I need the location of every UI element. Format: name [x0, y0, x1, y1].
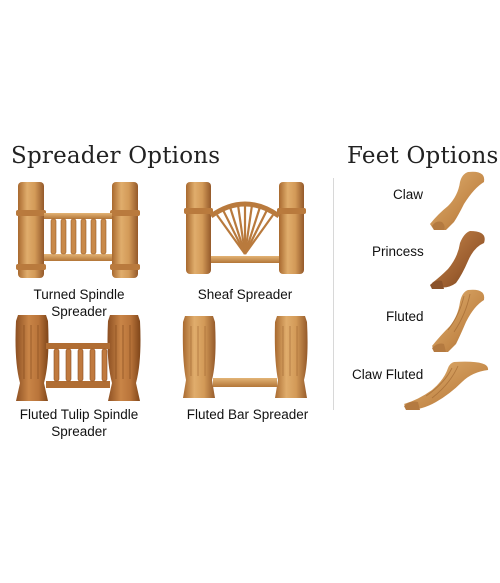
princess-foot-image[interactable] — [428, 229, 490, 291]
fluted-tulip-spindle-spreader-label: Fluted Tulip Spindle Spreader — [19, 407, 139, 439]
claw-fluted-foot-label: Claw Fluted — [352, 367, 424, 382]
claw-foot-image[interactable] — [428, 170, 490, 232]
spreader-options-title: Spreader Options — [11, 143, 221, 169]
turned-spindle-spreader-image[interactable] — [14, 180, 144, 280]
princess-foot-label: Princess — [372, 244, 424, 259]
fluted-foot-image[interactable] — [430, 288, 488, 354]
sheaf-spreader-label: Sheaf Spreader — [197, 287, 293, 302]
claw-fluted-foot-image[interactable] — [402, 360, 490, 412]
fluted-foot-label: Fluted — [386, 309, 424, 324]
sheaf-spreader-image[interactable] — [183, 180, 307, 276]
turned-spindle-spreader-label: Turned Spindle Spreader — [33, 287, 125, 319]
section-divider — [333, 178, 334, 410]
claw-foot-label: Claw — [393, 187, 424, 202]
feet-options-title: Feet Options — [347, 143, 499, 169]
fluted-tulip-spindle-spreader-image[interactable] — [14, 313, 144, 403]
fluted-bar-spreader-label: Fluted Bar Spreader — [186, 407, 309, 422]
fluted-bar-spreader-image[interactable] — [182, 314, 310, 400]
